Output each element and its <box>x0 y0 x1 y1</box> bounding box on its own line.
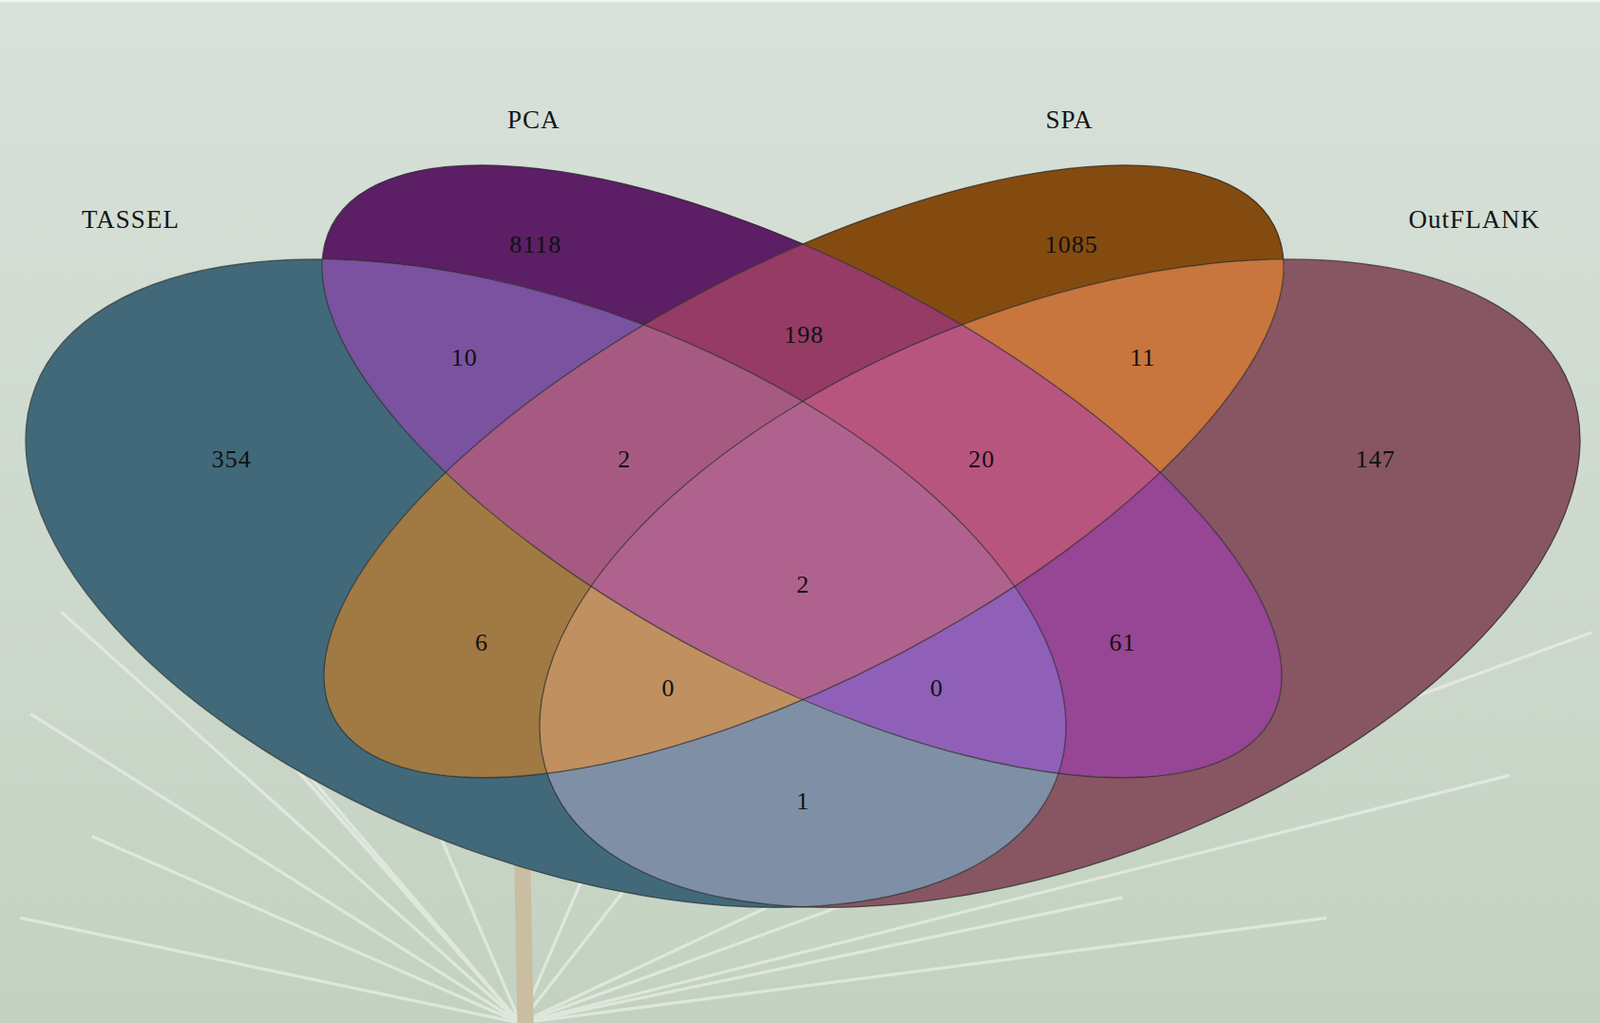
region-count: 354 <box>211 445 252 475</box>
ellipse-border <box>450 129 1600 1023</box>
region-count: 1 <box>796 787 810 817</box>
region-count: 11 <box>1129 343 1156 373</box>
region-count: 6 <box>475 628 489 658</box>
region-count: 20 <box>968 445 995 475</box>
region-count: 10 <box>451 343 478 373</box>
region-count: 147 <box>1355 445 1396 475</box>
top-border <box>0 0 1600 2</box>
ellipse-outline <box>539 259 1581 908</box>
region-count: 1085 <box>1045 230 1099 260</box>
set-name: PCA <box>507 104 561 134</box>
ellipse-outline <box>323 165 1284 779</box>
set-name: TASSEL <box>81 204 180 234</box>
ellipse-border <box>236 42 1369 900</box>
region-count: 61 <box>1108 628 1136 658</box>
ellipse-border <box>238 42 1371 900</box>
set-ellipse: OutFLANK <box>539 259 1581 908</box>
ellipse-border <box>0 129 1156 1023</box>
set-ellipse: TASSEL <box>25 259 1067 908</box>
region-count: 198 <box>783 321 824 350</box>
region-count: 2 <box>617 445 631 475</box>
region-count: 0 <box>930 674 944 704</box>
pine-cone <box>522 867 526 1023</box>
set-name: SPA <box>1045 104 1093 134</box>
ellipse-outline <box>25 259 1067 908</box>
region-count: 0 <box>661 674 675 704</box>
ellipse-outline <box>322 165 1282 779</box>
set-ellipse: PCA <box>322 165 1282 779</box>
set-ellipse: SPA <box>323 165 1284 779</box>
set-name: OutFLANK <box>1409 204 1542 234</box>
region-count: 2 <box>796 571 810 600</box>
region-count: 8118 <box>509 230 562 260</box>
